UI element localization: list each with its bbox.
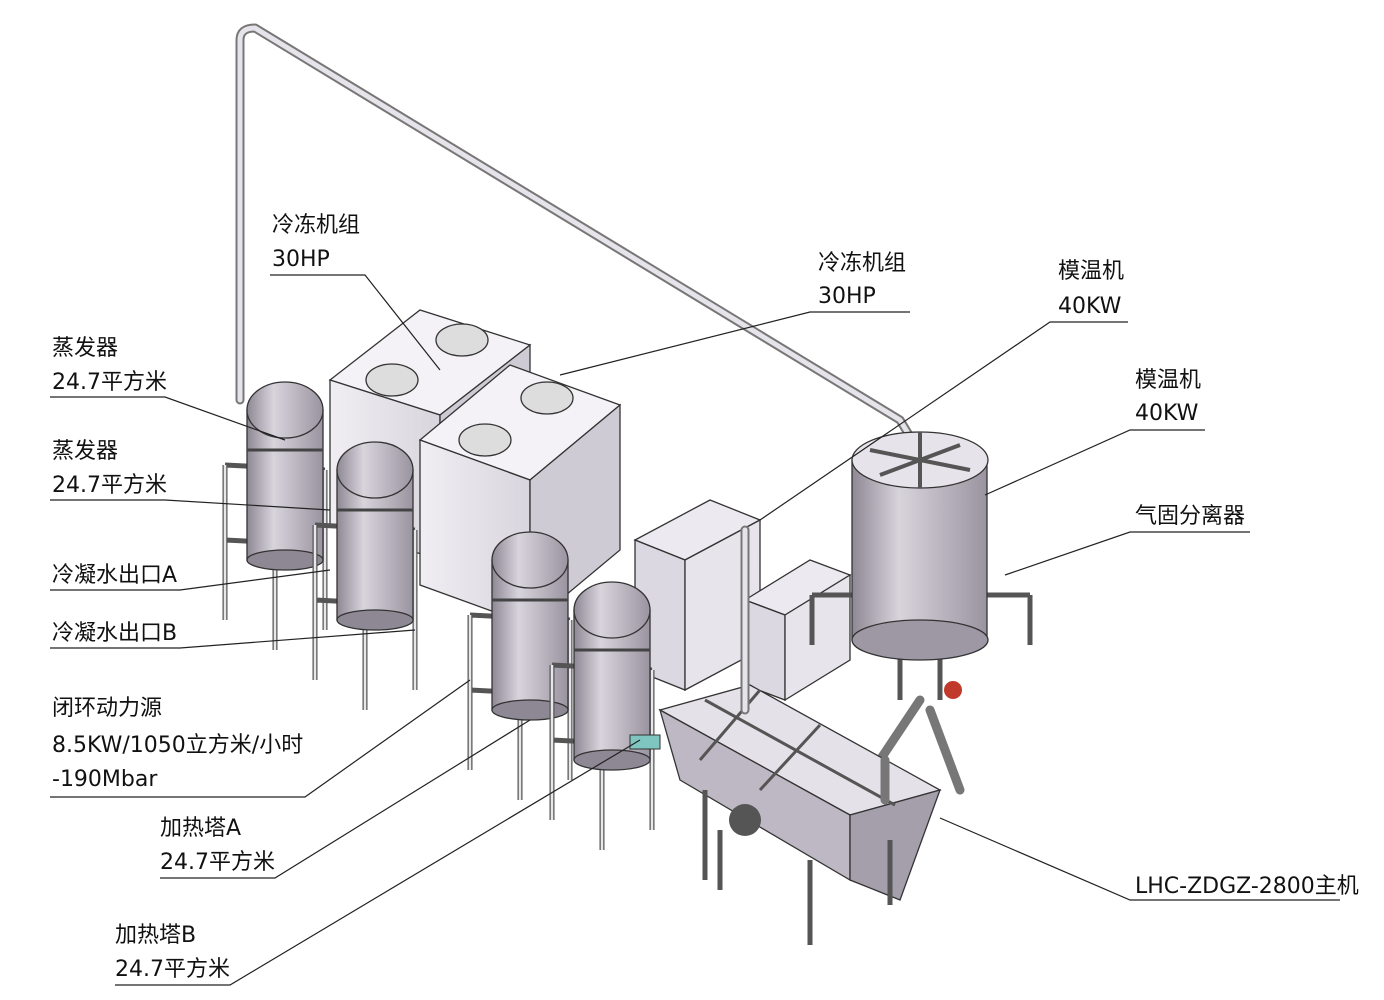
label-name: 闭环动力源 xyxy=(52,696,162,721)
evaporator-tank-1 xyxy=(222,381,328,650)
label-spec: 24.7平方米 xyxy=(160,850,275,875)
label-mold-temp-1: 模温机 40KW xyxy=(1058,259,1124,319)
label-spec: 24.7平方米 xyxy=(52,473,167,498)
gas-solid-separator xyxy=(809,431,1033,795)
label-separator: 气固分离器 xyxy=(1135,504,1245,529)
overhead-pipe xyxy=(235,23,923,455)
label-heater-a: 加热塔A 24.7平方米 xyxy=(160,816,275,875)
label-spec: 24.7平方米 xyxy=(52,370,167,395)
evaporator-tank-2 xyxy=(312,441,418,710)
label-power-source: 闭环动力源 8.5KW/1050立方米/小时 -190Mbar xyxy=(52,696,303,792)
label-mold-temp-2: 模温机 40KW xyxy=(1135,368,1201,426)
label-heater-b: 加热塔B 24.7平方米 xyxy=(115,923,230,982)
label-name: 蒸发器 xyxy=(52,336,118,361)
label-spec: 8.5KW/1050立方米/小时 xyxy=(52,733,303,758)
label-spec: 40KW xyxy=(1058,294,1122,319)
label-condensate-a: 冷凝水出口A xyxy=(52,563,177,588)
label-main-unit: LHC-ZDGZ-2800主机 xyxy=(1135,874,1359,899)
label-spec: 24.7平方米 xyxy=(115,957,230,982)
label-chiller-1: 冷冻机组 30HP xyxy=(272,213,360,272)
main-unit xyxy=(629,525,942,945)
label-spec: 30HP xyxy=(272,247,330,272)
label-name: 模温机 xyxy=(1058,259,1124,284)
label-evaporator-2: 蒸发器 24.7平方米 xyxy=(52,439,167,498)
mold-temp-machine-2 xyxy=(743,559,852,702)
label-pressure: -190Mbar xyxy=(52,767,158,792)
heater-tower-a xyxy=(467,531,573,800)
label-name: 加热塔B xyxy=(115,923,196,948)
label-name: 蒸发器 xyxy=(52,439,118,464)
label-name: 冷冻机组 xyxy=(272,213,360,238)
label-chiller-2: 冷冻机组 30HP xyxy=(818,251,906,309)
label-spec: 40KW xyxy=(1135,401,1199,426)
label-name: 冷冻机组 xyxy=(818,251,906,276)
valve-icon xyxy=(944,681,962,699)
label-spec: 30HP xyxy=(818,284,876,309)
motor-icon xyxy=(729,804,761,836)
label-condensate-b: 冷凝水出口B xyxy=(52,621,177,646)
label-name: 模温机 xyxy=(1135,368,1201,393)
label-evaporator-1: 蒸发器 24.7平方米 xyxy=(52,336,167,395)
label-name: 加热塔A xyxy=(160,816,241,841)
leader-lines xyxy=(50,274,1340,986)
